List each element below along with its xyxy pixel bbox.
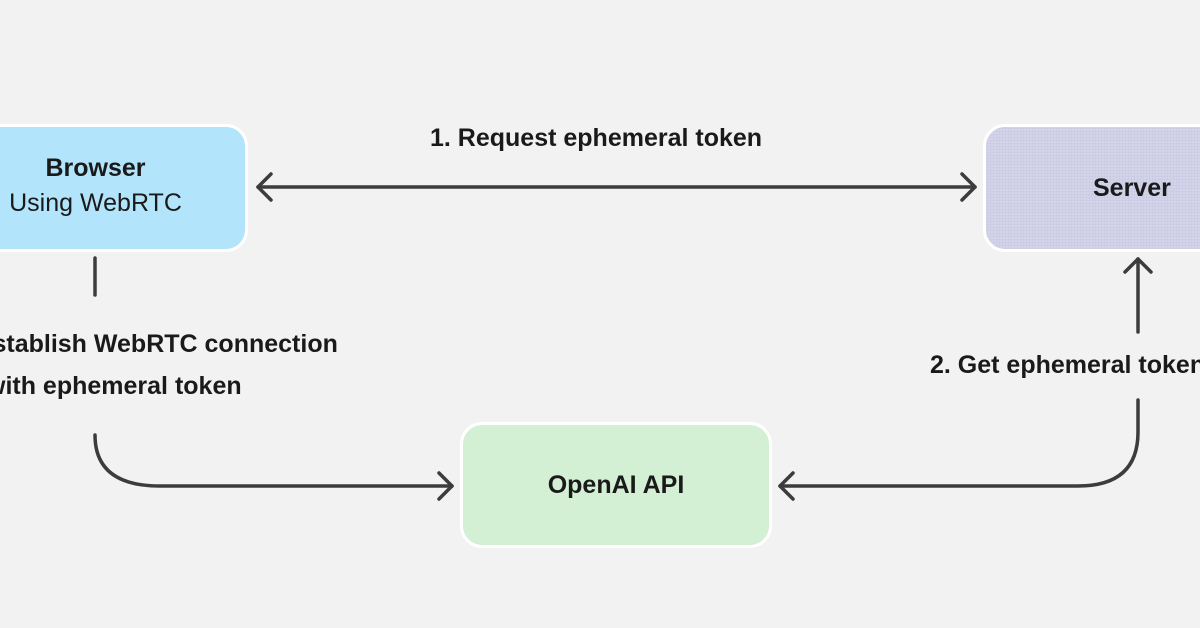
server-node: Server	[983, 124, 1200, 252]
openai-api-node: OpenAI API	[460, 422, 772, 548]
get-token-arrow	[778, 398, 1140, 501]
establish-connection-label: 3. Establish WebRTC connection with ephe…	[0, 323, 338, 407]
browser-node: Browser Using WebRTC	[0, 124, 248, 252]
establish-label-line-1: 3. Establish WebRTC connection	[0, 330, 338, 358]
server-title: Server	[1093, 174, 1171, 202]
browser-title: Browser	[45, 154, 146, 182]
request-token-arrow	[256, 172, 977, 202]
browser-subtitle: Using WebRTC	[9, 189, 182, 217]
openai-api-title: OpenAI API	[547, 471, 685, 499]
server-up-arrow	[1123, 257, 1153, 334]
establish-connection-arrow	[93, 433, 454, 501]
request-token-label: 1. Request ephemeral token	[430, 124, 763, 152]
establish-label-line-2: with ephemeral token	[0, 372, 242, 400]
get-token-label: 2. Get ephemeral token	[930, 351, 1200, 379]
